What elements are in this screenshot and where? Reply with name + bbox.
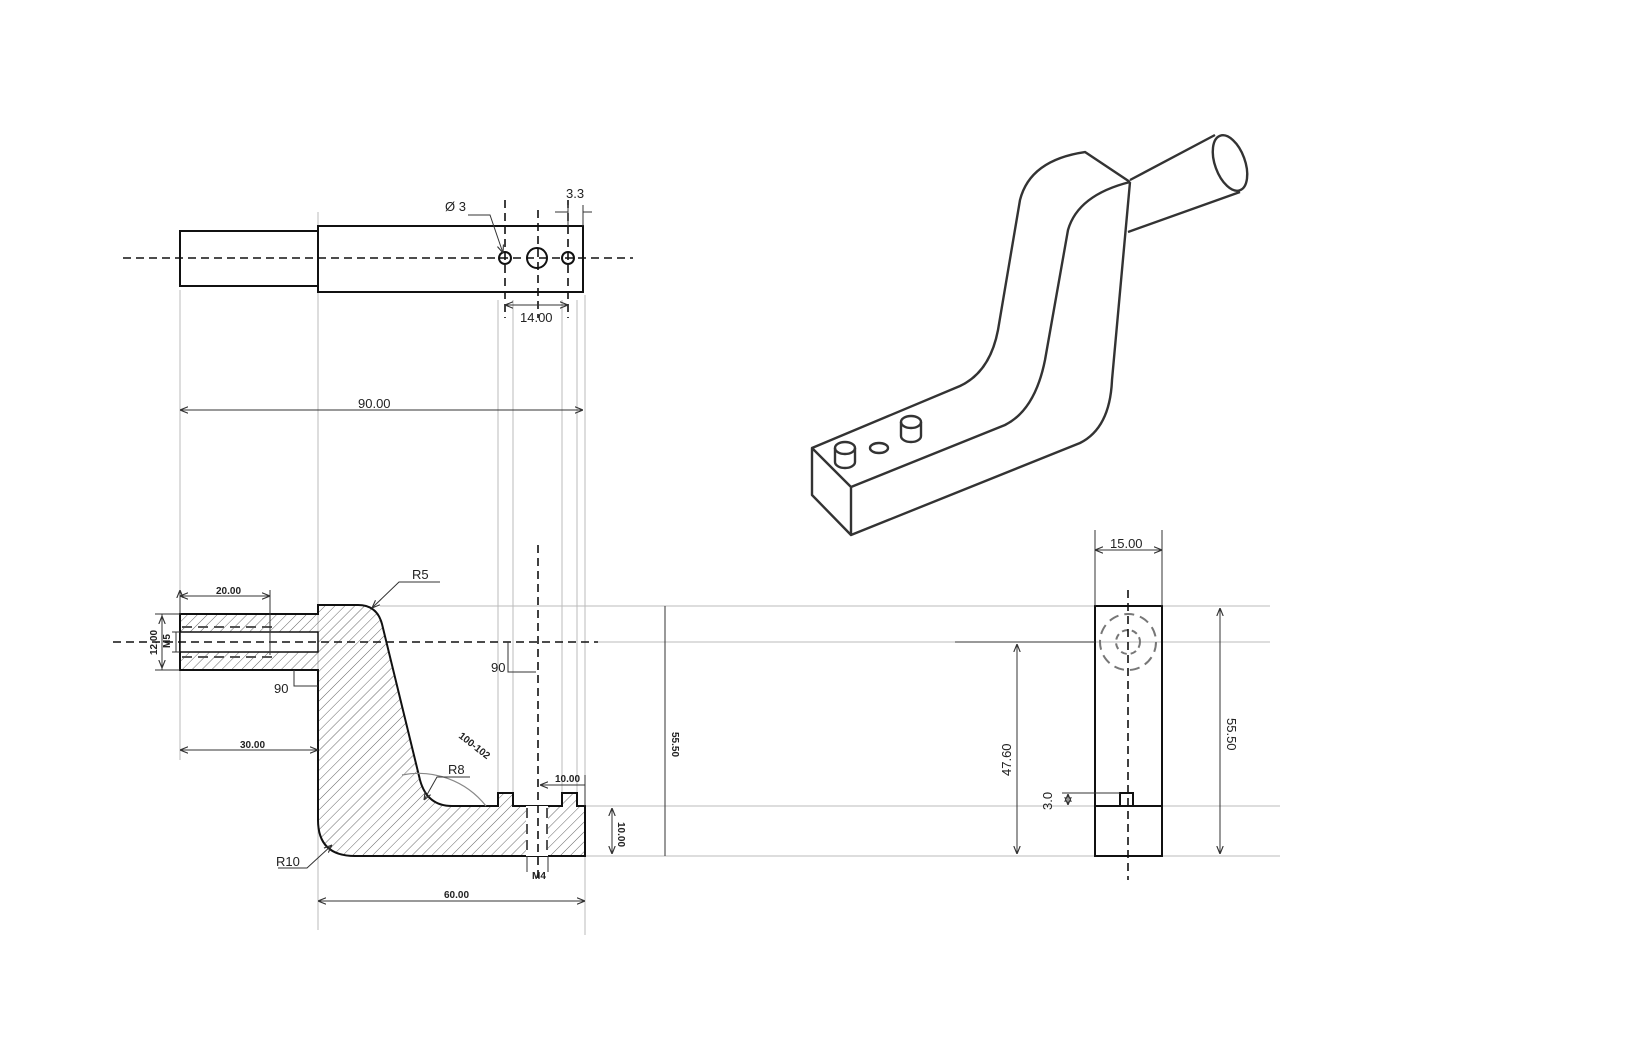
thread-base-label: M4 [532, 871, 546, 882]
hole-offset-label: 10.00 [555, 774, 580, 785]
angle-center-label: 90 [491, 660, 505, 675]
hidden-hole-outer [1099, 613, 1157, 671]
shaft-length-label: 20.00 [216, 586, 241, 597]
radius-top-label: R5 [412, 567, 429, 582]
iso-hole [868, 441, 890, 455]
body-outline [317, 225, 584, 293]
hole-diameter-label: Ø 3 [445, 199, 466, 214]
boss [1119, 792, 1134, 807]
side-height-label: 55.50 [1224, 718, 1239, 751]
boss-height-label: 3.0 [1040, 792, 1055, 810]
iso-shaft-end [1211, 134, 1249, 192]
side-width-label: 15.00 [1110, 536, 1143, 551]
hidden-hole-inner [1115, 629, 1141, 655]
base-thickness-label: 10.00 [615, 822, 626, 847]
edge-offset-label: 3.3 [566, 186, 584, 201]
pin-hole [561, 251, 575, 265]
pin-hole [498, 251, 512, 265]
iso-pin [833, 440, 857, 470]
height-label: 55.50 [669, 732, 680, 757]
isometric-view [810, 133, 1249, 537]
offset-label: 30.00 [240, 740, 265, 751]
axis-height-label: 47.60 [999, 743, 1014, 776]
thread-hole [526, 247, 548, 269]
projection-lines [179, 212, 1280, 935]
base-length-label: 60.00 [444, 890, 469, 901]
thread-shaft-label: M5 [162, 634, 173, 648]
hole-centerlines [504, 200, 569, 318]
radius-outer-label: R10 [276, 854, 300, 869]
front-section-view: 20.00 12.00 M5 90 30.00 R5 90 100-102 R8… [113, 545, 680, 901]
section-profile [179, 604, 586, 857]
top-view: Ø 3 14.00 3.3 90.00 [123, 186, 633, 411]
side-view: 15.00 55.50 47.60 3.0 [955, 530, 1239, 880]
bend-angle-label: 100-102 [456, 731, 492, 763]
overall-length-label: 90.00 [358, 396, 391, 411]
shaft-dia-label: 12.00 [149, 630, 160, 655]
radius-inner-label: R8 [448, 762, 465, 777]
hole-spacing-label: 14.00 [520, 310, 553, 325]
iso-end-face [810, 446, 853, 537]
iso-pin [899, 414, 923, 444]
angle-left-label: 90 [274, 681, 288, 696]
